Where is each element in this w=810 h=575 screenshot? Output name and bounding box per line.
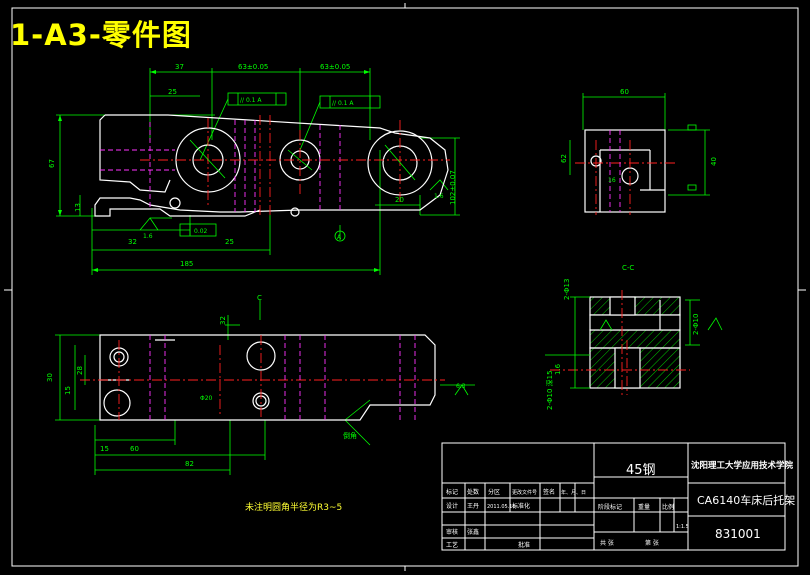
top-dim-60: 60 xyxy=(130,445,139,453)
section-mark-c: C xyxy=(257,294,262,302)
sheet-title: 1-A3-零件图 xyxy=(10,18,192,52)
top-dim-82: 82 xyxy=(185,460,194,468)
tb-craft-1: 批准 xyxy=(518,541,530,549)
dim-25: 25 xyxy=(168,88,177,96)
tb-design-2: 2011.05.18 xyxy=(487,504,516,510)
tb-review-0: 审核 xyxy=(446,528,458,536)
roughness-1: 1.6 xyxy=(143,233,153,240)
tol-parallel-1: // 0.1 A xyxy=(240,97,262,104)
dim-20: 20 xyxy=(395,196,404,204)
tb-company: 沈阳理工大学应用技术学院 xyxy=(691,460,794,471)
dim-63-a: 63±0.05 xyxy=(238,63,268,71)
tb-part-name: CA6140车床后托架 xyxy=(697,493,795,507)
side-view: 60 40 62 16 xyxy=(560,88,718,215)
dim-37: 37 xyxy=(175,63,184,71)
roughness-2: 1.6 xyxy=(434,193,444,200)
top-roughness: 6.3 xyxy=(456,383,466,390)
side-dim-16: 16 xyxy=(608,177,616,184)
tb-stage-2: 比例 xyxy=(662,503,674,511)
tol-flatness: 0.02 xyxy=(194,228,208,235)
section-dim-4: 2-Φ10 深15 xyxy=(545,370,554,410)
tb-row-label-4: 签名 xyxy=(543,488,555,496)
sheet-frame xyxy=(4,3,806,571)
dim-25b: 25 xyxy=(225,238,234,246)
side-dim-62: 62 xyxy=(560,154,568,163)
top-phi: Φ20 xyxy=(200,395,213,402)
dim-185: 185 xyxy=(180,260,193,268)
top-dim-28: 28 xyxy=(76,366,84,375)
tb-row-label-5: 年、月、日 xyxy=(561,489,586,496)
datum-a: A xyxy=(337,234,342,241)
tb-review-1: 张鑫 xyxy=(467,528,479,536)
tb-row-label-1: 处数 xyxy=(467,488,479,496)
tb-sheets-0: 共 张 xyxy=(600,539,614,547)
section-dim-1: 2-Φ13 xyxy=(563,279,571,300)
tb-row-label-2: 分区 xyxy=(488,488,500,496)
tol-parallel-2: // 0.1 A xyxy=(332,100,354,107)
tb-design-0: 设计 xyxy=(446,502,458,510)
top-dim-15: 15 xyxy=(64,386,72,395)
tb-material: 45钢 xyxy=(626,463,656,478)
tb-design-3: 标准化 xyxy=(512,502,530,510)
top-dim-15b: 15 xyxy=(100,445,109,453)
tb-row-label-0: 标记 xyxy=(446,488,458,496)
side-dim-40: 40 xyxy=(710,157,718,166)
tb-stage-0: 阶段标记 xyxy=(598,503,622,511)
dim-32: 32 xyxy=(128,238,137,246)
title-block: 标记 处数 分区 更改文件号 签名 年、月、日 设计 王丹 2011.05.18… xyxy=(441,442,795,551)
tb-drawing-no: 831001 xyxy=(715,527,761,541)
section-dim-2: 2-Φ10 xyxy=(692,314,700,335)
top-dim-30: 30 xyxy=(46,373,54,382)
section-dim-3: 1.6 xyxy=(554,363,562,375)
tb-row-label-3: 更改文件号 xyxy=(512,489,537,496)
tb-craft-0: 工艺 xyxy=(446,541,458,549)
dim-67: 67 xyxy=(48,159,56,168)
tb-design-1: 王丹 xyxy=(467,503,479,510)
section-label: C-C xyxy=(622,264,634,272)
top-dim-32: 32 xyxy=(219,316,227,325)
dim-102: 102±0.07 xyxy=(449,170,457,205)
fillet-note: 未注明圆角半径为R3~5 xyxy=(245,501,342,513)
tb-sheets-1: 第 张 xyxy=(645,539,659,547)
top-view: 30 15 28 60 15 82 32 Φ20 6.3 倒角 C 未注明圆角半… xyxy=(46,294,475,513)
side-dim-60: 60 xyxy=(620,88,629,96)
front-view: 37 63±0.05 63±0.05 25 67 13 32 25 185 20… xyxy=(48,63,460,275)
top-leader-chamfer: 倒角 xyxy=(343,431,357,440)
dim-63-b: 63±0.05 xyxy=(320,63,350,71)
tb-scale: 1:1.5 xyxy=(676,524,689,530)
section-view: C-C 2-Φ13 2-Φ10 1.6 2-Φ10 深15 xyxy=(545,264,723,410)
dim-13: 13 xyxy=(74,203,82,212)
tb-stage-1: 重量 xyxy=(638,503,650,511)
